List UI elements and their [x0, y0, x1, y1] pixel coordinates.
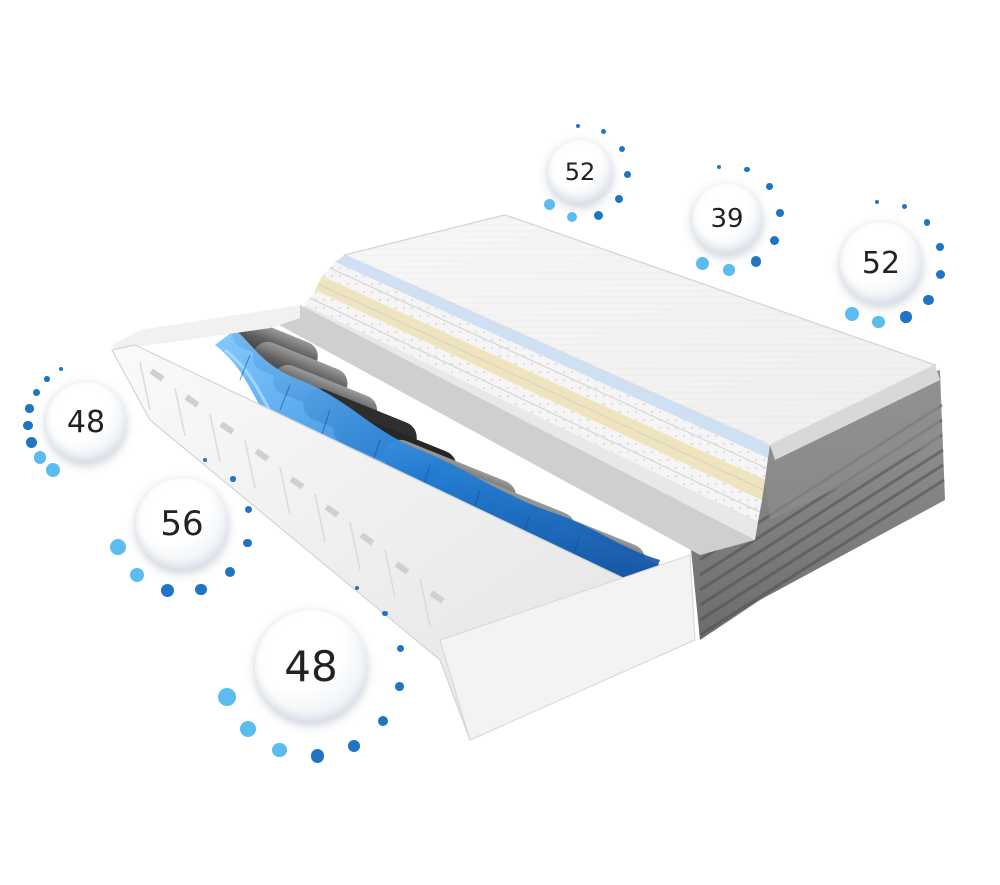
arc-dot: [129, 567, 145, 583]
arc-dot: [716, 164, 721, 169]
arc-dot: [872, 315, 886, 329]
arc-dot: [33, 451, 47, 464]
arc-dot: [243, 538, 252, 548]
arc-dot: [203, 458, 208, 463]
mattress-cover: [342, 214, 940, 460]
arc-dot: [225, 567, 236, 578]
arc-dot: [695, 256, 709, 270]
arc-dot: [355, 586, 359, 591]
zone-bubble-mid-top: 39: [692, 184, 762, 254]
arc-dot: [766, 183, 773, 190]
mattress-side-panel: [690, 370, 945, 640]
arc-dot: [600, 128, 606, 134]
arc-dot: [615, 195, 623, 204]
arc-dot: [195, 583, 207, 596]
arc-dot: [575, 124, 580, 129]
arc-dot: [845, 306, 859, 321]
zone-value: 48: [284, 641, 338, 691]
arc-dot: [230, 476, 236, 482]
zone-bubble-left-middle: 56: [136, 478, 228, 570]
arc-dot: [775, 208, 784, 217]
arc-dot: [310, 749, 324, 763]
arc-dot: [26, 436, 38, 449]
arc-dot: [348, 739, 360, 752]
arc-dot: [23, 420, 33, 431]
base-sheet: [270, 305, 755, 555]
arc-dot: [32, 388, 40, 396]
arc-dot: [160, 583, 174, 597]
arc-dot: [723, 264, 736, 276]
arc-dot: [923, 294, 934, 306]
arc-dot: [239, 720, 256, 738]
arc-dot: [624, 171, 632, 179]
zone-value: 52: [564, 158, 596, 186]
arc-dot: [593, 210, 603, 220]
arc-dot: [44, 376, 50, 382]
arc-dot: [936, 243, 944, 251]
arc-dot: [218, 687, 237, 706]
arc-dot: [110, 539, 127, 556]
arc-dot: [244, 505, 252, 513]
zone-value: 52: [861, 245, 901, 281]
arc-dot: [395, 682, 404, 692]
arc-dot: [396, 645, 404, 653]
arc-dot: [378, 716, 389, 727]
arc-dot: [567, 211, 578, 222]
zone-bubble-right-top: 52: [840, 222, 922, 304]
arc-dot: [272, 742, 287, 758]
arc-dot: [923, 219, 931, 226]
zone-bubble-back-top: 52: [548, 140, 612, 204]
arc-dot: [744, 166, 750, 173]
arc-dot: [936, 270, 946, 280]
zone-value: 56: [160, 504, 204, 544]
arc-dot: [59, 367, 64, 372]
arc-dot: [900, 311, 912, 323]
arc-dot: [901, 203, 907, 209]
arc-dot: [619, 146, 626, 153]
arc-dot: [25, 404, 34, 413]
arc-dot: [874, 200, 879, 205]
zone-value: 39: [710, 204, 744, 234]
arc-dot: [382, 610, 388, 617]
arc-dot: [543, 199, 555, 211]
arc-dot: [770, 235, 780, 246]
zone-value: 48: [66, 404, 106, 440]
arc-dot: [45, 462, 60, 477]
zone-bubble-left-upper: 48: [46, 382, 126, 462]
zone-bubble-left-lower: 48: [255, 610, 367, 722]
foam-frame: [111, 305, 696, 741]
arc-dot: [750, 256, 762, 267]
